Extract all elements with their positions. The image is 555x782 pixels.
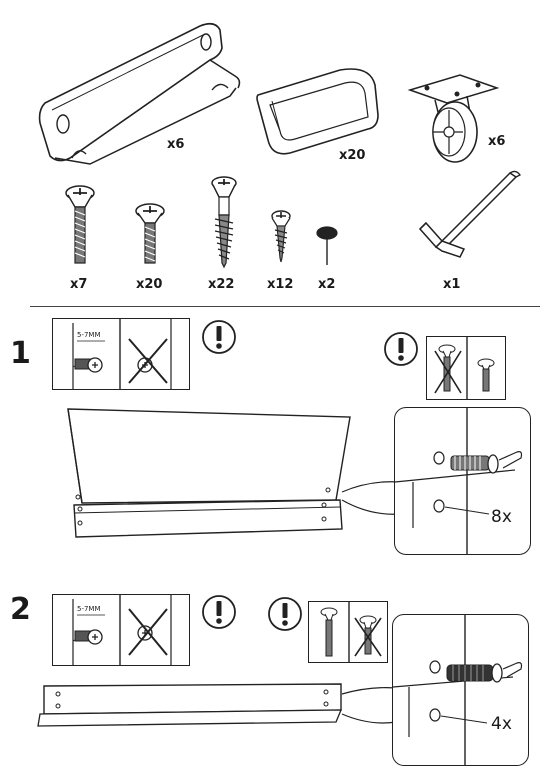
warning-icon	[202, 595, 236, 629]
long-screw-quantity: x7	[70, 277, 88, 292]
step-2-number: 2	[10, 592, 31, 627]
step-1-depth-diagram: 5-7MM	[52, 318, 190, 390]
step-2-callout-line	[341, 687, 397, 724]
small-screw-illustration	[271, 210, 291, 263]
warning-icon	[202, 320, 236, 354]
step-2-detail-callout: 4x	[392, 614, 529, 766]
step-1-detail-callout: 8x	[394, 407, 531, 555]
warning-icon	[268, 597, 302, 631]
small-screw-quantity: x12	[267, 277, 294, 292]
caster-quantity: x6	[488, 134, 506, 149]
cross-mark-icon	[128, 338, 168, 384]
pin-nail-illustration	[316, 226, 338, 265]
pin-quantity: x2	[318, 277, 336, 292]
l-bracket-illustration	[38, 22, 241, 165]
step-1-screw-choice	[426, 336, 506, 400]
medium-screw-quantity: x20	[136, 277, 163, 292]
long-screw-illustration	[65, 185, 95, 264]
step-2-depth-diagram: 5-7MM	[52, 594, 190, 666]
spacer-quantity: x20	[339, 148, 366, 163]
cross-mark-icon	[128, 608, 168, 656]
section-divider	[30, 306, 540, 307]
caster-wheel-illustration	[407, 74, 500, 163]
anchor-screw-quantity: x22	[208, 277, 235, 292]
hex-key-quantity: x1	[443, 277, 461, 292]
step-1-panel-illustration	[67, 408, 351, 538]
step-2-screw-count: 4x	[491, 714, 512, 734]
anchor-screw-illustration	[211, 176, 237, 269]
bracket-quantity: x6	[167, 137, 185, 152]
spacer-block-illustration	[256, 68, 379, 155]
step-2-depth-label: 5-7MM	[77, 605, 101, 613]
medium-screw-illustration	[135, 203, 165, 264]
warning-icon	[384, 332, 418, 366]
hex-key-illustration	[418, 170, 521, 258]
step-1-screw-count: 8x	[491, 507, 512, 527]
step-1-number: 1	[10, 336, 31, 371]
step-2-screw-choice	[308, 601, 388, 663]
step-1-depth-label: 5-7MM	[77, 331, 101, 339]
step-2-rail-illustration	[37, 683, 342, 727]
